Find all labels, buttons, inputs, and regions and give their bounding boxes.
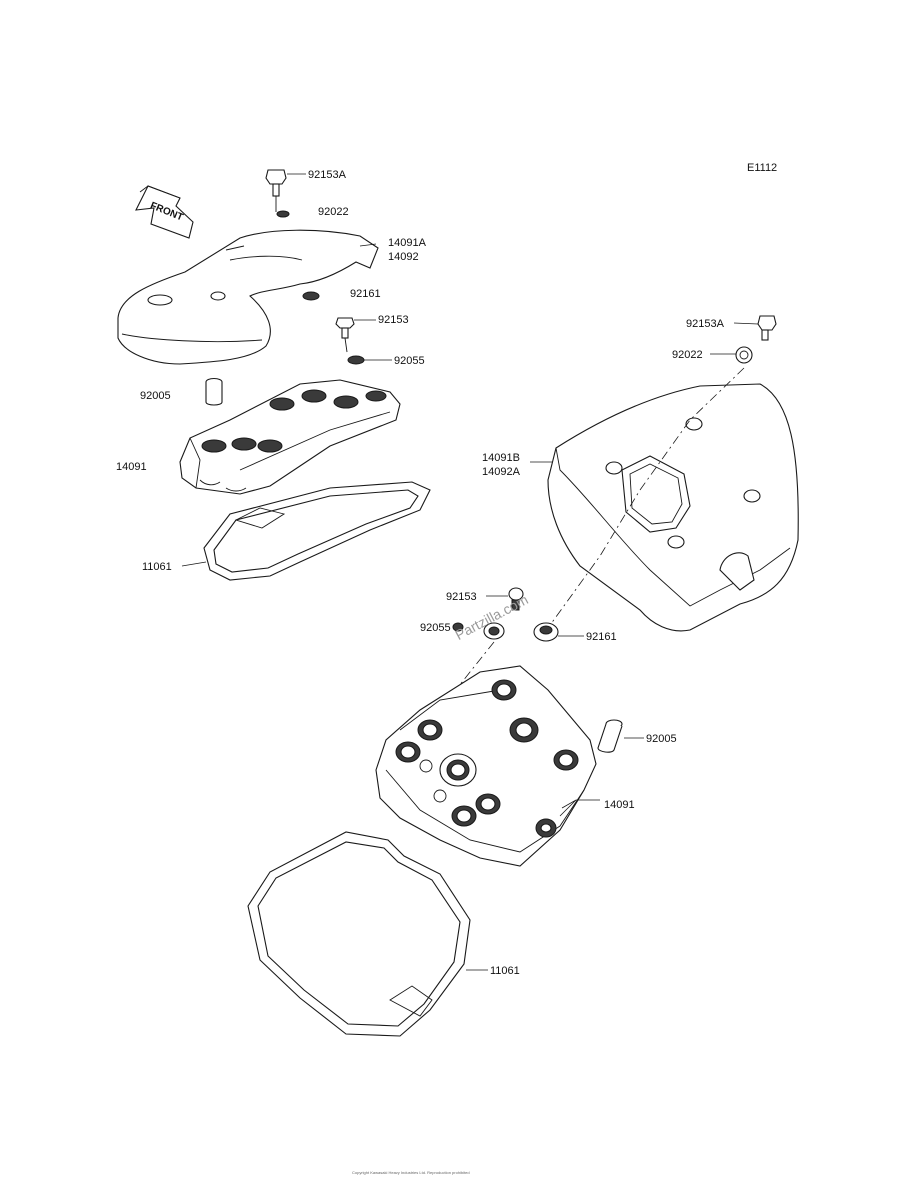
label-14091a: 14091A (388, 237, 427, 249)
washer-92055-top (347, 355, 365, 365)
washer-92055-mid-small (452, 622, 464, 632)
copyright-text: Copyright Kawasaki Heavy Industries Ltd.… (352, 1170, 470, 1175)
bolt-92153a-right (757, 315, 777, 341)
label-92005-top: 92005 (140, 390, 171, 402)
bolt-92153a-top (265, 169, 287, 212)
washer-92022-right (735, 346, 753, 364)
label-11061-bottom: 11061 (490, 965, 520, 977)
leader-11061-top (181, 561, 207, 567)
front-arrow-icon: FRONT (135, 185, 194, 239)
label-11061-top: 11061 (142, 561, 172, 573)
cylinder-head-14091-bottom (375, 665, 597, 867)
label-92055-top: 92055 (394, 355, 425, 367)
label-14091-top: 14091 (116, 461, 147, 473)
label-92022-top: 92022 (318, 206, 349, 218)
washer-92022-top (276, 210, 290, 218)
cover-14091b (547, 383, 799, 632)
dowel-92005-right (597, 719, 623, 753)
cylinder-head-14091-top (179, 379, 401, 495)
label-92005-right: 92005 (646, 733, 677, 745)
label-14091-bottom: 14091 (604, 799, 635, 811)
label-14091b: 14091B (482, 452, 520, 464)
grommet-92161-mid (533, 622, 559, 642)
gasket-11061-top (203, 481, 431, 581)
dowel-92005-top (205, 377, 223, 406)
label-92022-right: 92022 (672, 349, 703, 361)
diagram-code: E1112 (747, 162, 777, 174)
label-92055-mid: 92055 (420, 622, 451, 634)
label-14092a: 14092A (482, 466, 521, 478)
label-92153a-top: 92153A (308, 169, 347, 181)
label-92161-mid: 92161 (586, 631, 617, 643)
leader-92153a-right (733, 322, 759, 325)
label-92153-top: 92153 (378, 314, 409, 326)
axis-line-right (547, 367, 745, 629)
label-14092: 14092 (388, 251, 419, 263)
leader-14091-bottom (559, 799, 600, 817)
gasket-11061-bottom (247, 831, 471, 1037)
bolt-92153-mid (508, 587, 524, 611)
label-92153-mid: 92153 (446, 591, 477, 603)
label-92153a-right: 92153A (686, 318, 725, 330)
cover-14091a (117, 229, 379, 365)
bolt-92153-top (335, 317, 355, 353)
label-92161-top: 92161 (350, 288, 381, 300)
leader-14091a (359, 243, 377, 247)
